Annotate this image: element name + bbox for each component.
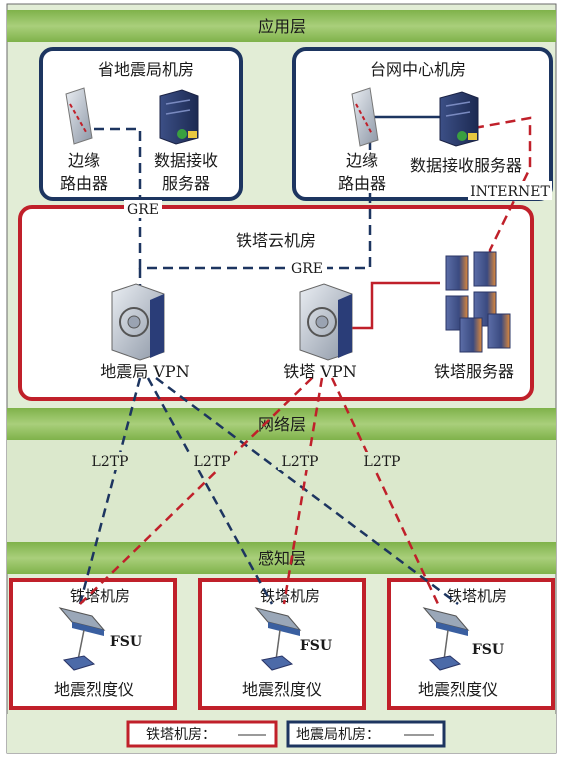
data-server-label-line2: 服务器 [162, 174, 210, 193]
l2tp-tower-line-3 [330, 377, 440, 605]
network-layer-band [7, 408, 556, 440]
internet-label: INTERNET [470, 184, 550, 200]
fsu-label-2: FSU [300, 638, 332, 654]
edge-router-icon [65, 87, 93, 145]
tower-room-box-3 [387, 578, 555, 710]
intensity-meter-label-2: 地震烈度仪 [242, 680, 322, 699]
app-layer-label: 应用层 [258, 17, 306, 36]
center-room-title: 台网中心机房 [370, 60, 466, 79]
network-layer-label: 网络层 [258, 415, 306, 434]
l2tp-label-2: L2TP [194, 454, 231, 470]
l2tp-label-bg [278, 452, 322, 470]
fsu-device-icon [254, 607, 302, 671]
internet-line [473, 116, 532, 265]
gre-label-bg-2 [287, 259, 327, 277]
data-server-label-line1: 数据接收 [154, 151, 218, 170]
internet-label-bg [468, 181, 552, 200]
tower-room-box-2 [198, 578, 366, 710]
tower-vpn-label: 铁塔 VPN [283, 362, 356, 381]
data-server-full-label: 数据接收服务器 [410, 156, 522, 175]
quake-vpn-icon [111, 283, 165, 361]
edge-router-label-line1: 边缘 [68, 151, 100, 170]
intensity-meter-label-1: 地震烈度仪 [54, 680, 134, 699]
tower-vpn-icon [299, 283, 353, 361]
tower-vpn-server-line [352, 281, 440, 330]
tower-server-label: 铁塔服务器 [434, 362, 514, 381]
center-room-box [292, 47, 553, 201]
fsu-device-icon [58, 607, 106, 671]
fsu-label-1: FSU [110, 634, 142, 650]
l2tp-quake-line-3 [155, 376, 459, 606]
gre-label-2: GRE [291, 261, 323, 277]
app-layer-band [7, 10, 556, 42]
gre-label-1: GRE [127, 202, 159, 218]
l2tp-label-bg [190, 452, 234, 470]
sensing-layer-label: 感知层 [258, 549, 306, 568]
cloud-room-title: 铁塔云机房 [236, 231, 316, 250]
provincial-room-title: 省地震局机房 [98, 60, 194, 79]
l2tp-label-1: L2TP [92, 454, 129, 470]
l2tp-quake-line-2 [146, 377, 274, 605]
legend-area [7, 714, 556, 753]
edge-router-label-line1: 边缘 [346, 151, 378, 170]
tower-room-title-1: 铁塔机房 [70, 587, 130, 605]
l2tp-label-4: L2TP [364, 454, 401, 470]
l2tp-label-bg [88, 452, 132, 470]
l2tp-label-3: L2TP [282, 454, 319, 470]
l2tp-quake-line-1 [78, 377, 142, 605]
fsu-device-icon [422, 607, 470, 671]
intensity-meter-label-3: 地震烈度仪 [418, 680, 498, 699]
tower-room-title-3: 铁塔机房 [447, 587, 507, 605]
l2tp-label-bg [360, 452, 404, 470]
tower-room-title-2: 铁塔机房 [260, 587, 320, 605]
edge-router-label-line2: 路由器 [60, 174, 108, 193]
edge-router-label-line2: 路由器 [338, 174, 386, 193]
quake-vpn-label: 地震局 VPN [100, 362, 189, 381]
legend-quake-label: 地震局机房： [296, 727, 380, 743]
l2tp-tower-line-2 [282, 377, 324, 605]
sensing-layer-band [7, 542, 556, 574]
data-server-icon [159, 89, 199, 145]
tower-server-icon [445, 251, 511, 353]
data-server-icon [439, 91, 479, 147]
legend-tower-label: 铁塔机房： [146, 727, 216, 743]
l2tp-tower-line-1 [79, 377, 313, 605]
edge-router-icon [351, 87, 379, 147]
fsu-label-3: FSU [472, 642, 504, 658]
gre-label-bg-1 [124, 200, 162, 218]
tower-room-box-1 [9, 578, 177, 710]
